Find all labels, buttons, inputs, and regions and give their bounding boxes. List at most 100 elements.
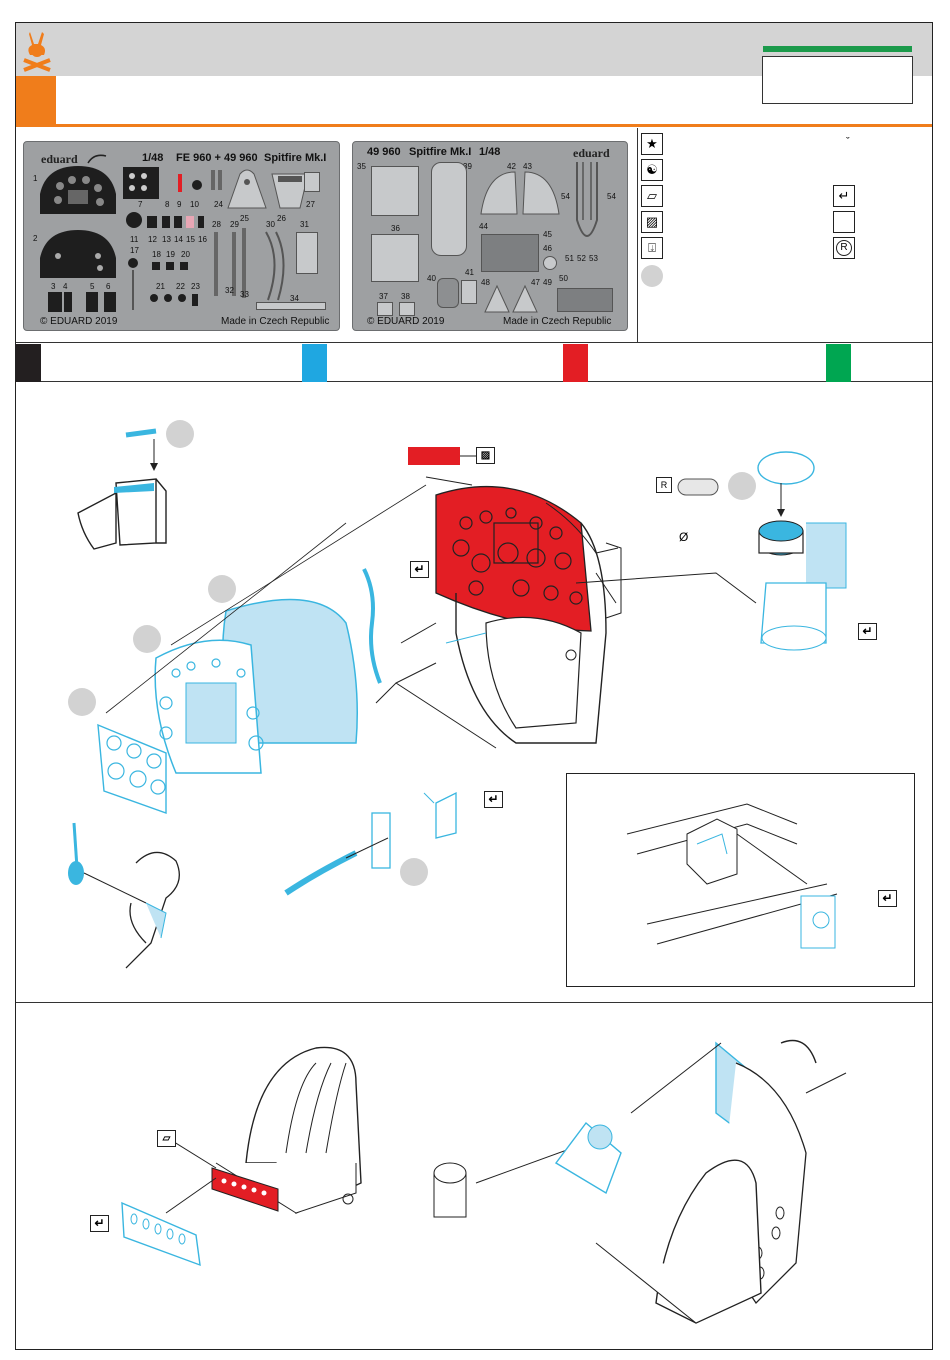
part-number: 12 [148, 235, 157, 244]
fret-right-origin: Made in Czech Republic [503, 316, 612, 327]
legend-panel [637, 128, 934, 342]
part-41 [461, 280, 477, 304]
assembly-drawing-seat [121, 1039, 847, 1324]
part-number: 4 [63, 282, 68, 291]
part-number: 36 [391, 224, 400, 233]
part-number: 11 [130, 235, 139, 244]
section-divider [16, 1002, 932, 1003]
part-number: 32 [225, 286, 234, 295]
fold-marker: ↵ [410, 561, 429, 578]
step-badge [208, 575, 236, 603]
part-42-43 [480, 171, 560, 215]
part-number: 1 [33, 174, 38, 183]
part-17-rod [132, 270, 134, 310]
fret-right-model: Spitfire Mk.I [409, 146, 472, 158]
part-50-53 [576, 162, 598, 237]
part-number: 45 [543, 230, 552, 239]
fold-marker: ↵ [90, 1215, 109, 1232]
r-symbol: R [836, 240, 852, 256]
part-number: 18 [152, 250, 161, 259]
part-number: 3 [51, 282, 56, 291]
part-number: 5 [90, 282, 95, 291]
caret-mark: ˇ [846, 136, 850, 148]
swatch-blue [302, 344, 327, 382]
assembly-drawing-main [68, 428, 847, 969]
part-19 [166, 262, 174, 270]
part-9-red [178, 174, 182, 192]
part-5 [86, 292, 98, 312]
part-18 [152, 262, 160, 270]
part-number: 15 [186, 235, 195, 244]
fret-right-code: 49 960 [367, 146, 401, 158]
r-marker-label: R [660, 480, 668, 490]
part-12 [147, 216, 157, 228]
part-3 [48, 292, 62, 312]
part-31 [296, 232, 318, 274]
yin-yang-icon: ☯ [641, 159, 663, 181]
step-marker-orange [16, 76, 56, 125]
part-number: 53 [589, 254, 598, 263]
fret-right: 49 960 Spitfire Mk.I 1/48 eduard 35 36 3… [352, 141, 628, 331]
drill-icon: ⍗ [641, 237, 663, 259]
fold-marker: ↵ [858, 623, 877, 640]
part-49 [557, 288, 613, 312]
part-number: 43 [523, 162, 532, 171]
part-number: 44 [479, 222, 488, 231]
part-11 [126, 212, 142, 228]
part-13 [162, 216, 170, 228]
part-27 [304, 172, 320, 192]
part-number: 28 [212, 220, 221, 229]
part-40 [437, 278, 459, 308]
part-23 [192, 294, 198, 306]
part-number: 27 [306, 200, 315, 209]
part-number: 34 [290, 294, 299, 303]
part-number: 35 [357, 162, 366, 171]
part-number: 14 [174, 235, 183, 244]
part-26 [271, 173, 309, 209]
part-number: 8 [165, 200, 170, 209]
step-badge [728, 472, 756, 500]
part-number: 7 [138, 200, 143, 209]
part-number: 21 [156, 282, 165, 291]
part-24a [211, 170, 215, 190]
diameter-mark: Ø [679, 530, 689, 544]
part-24b [218, 170, 222, 190]
part-number: 26 [277, 214, 286, 223]
eduard-small-logo [87, 154, 107, 164]
fold-marker: ↵ [878, 890, 897, 907]
swatch-green [826, 344, 851, 382]
part-number: 33 [240, 290, 249, 299]
blank-icon [833, 211, 855, 233]
detail-inset [566, 773, 915, 987]
fold-marker: ↵ [484, 791, 503, 808]
part-number: 31 [300, 220, 309, 229]
part-number: 17 [130, 246, 139, 255]
part-number: 51 [565, 254, 574, 263]
part-28 [214, 232, 218, 296]
part-number: 29 [230, 220, 239, 229]
part-number: 30 [266, 220, 275, 229]
part-21b [164, 294, 172, 302]
part-number: 25 [240, 214, 249, 223]
fret-right-copyright: © EDUARD 2019 [367, 316, 445, 327]
part-46 [543, 256, 557, 270]
page-frame [15, 22, 933, 1350]
part-number: 6 [106, 282, 111, 291]
inset-drawing [626, 803, 838, 949]
part-38 [399, 302, 415, 316]
part-number: 16 [198, 235, 207, 244]
part-number: 42 [507, 162, 516, 171]
part-48 [484, 284, 538, 313]
step-badge [400, 858, 428, 886]
fret-right-brand: eduard [573, 146, 610, 160]
fret-left-codes: FE 960 + 49 960 [176, 152, 258, 164]
part-number: 47 [531, 278, 540, 287]
part-35 [371, 166, 419, 216]
part-number: 41 [465, 268, 474, 277]
part-44 [481, 234, 539, 272]
part-number: 38 [401, 292, 410, 301]
part-2-panel [40, 230, 116, 278]
part-number: 49 [543, 278, 552, 287]
part-29b [242, 228, 246, 298]
part-number: 52 [577, 254, 586, 263]
